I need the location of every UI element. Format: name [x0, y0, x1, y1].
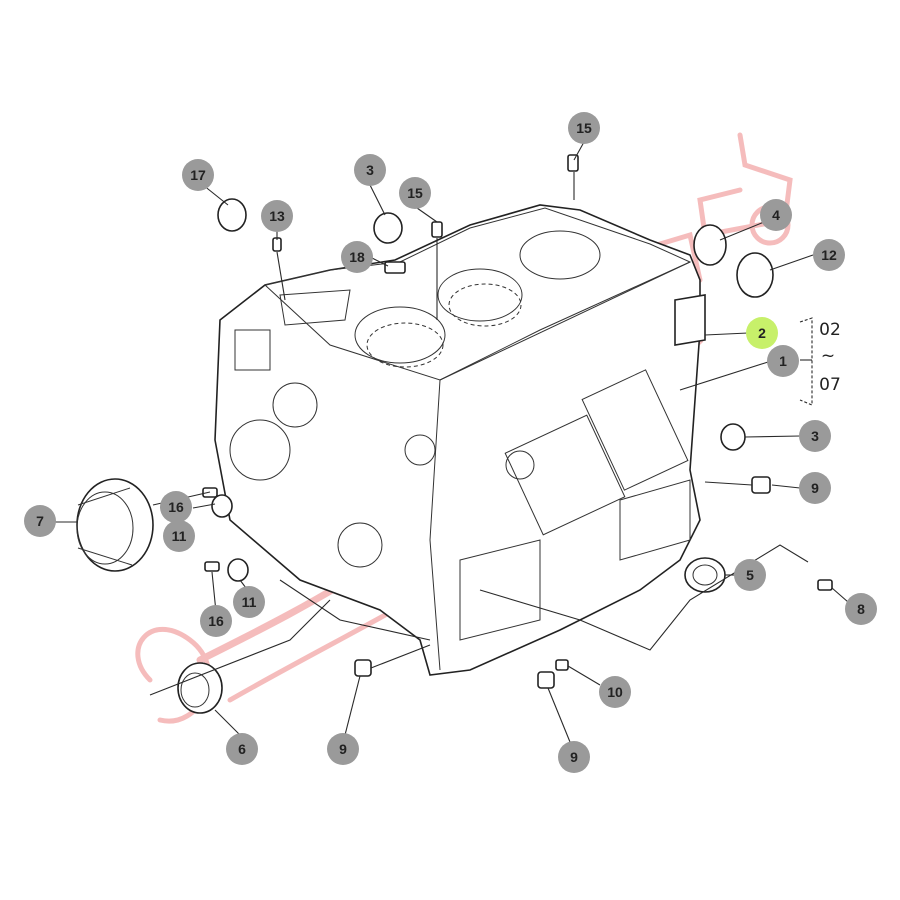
svg-text:2: 2	[758, 325, 766, 341]
parts	[76, 154, 833, 714]
svg-text:10: 10	[607, 684, 623, 700]
svg-text:1: 1	[779, 353, 787, 369]
pin-16-lower-part	[204, 561, 220, 572]
callout-labels: 15 17 3 15 13 18 4 12 2 1 3 9 7 16 11 5 …	[24, 112, 877, 773]
plug-5-part	[684, 557, 726, 593]
bushing-part	[177, 662, 223, 714]
callout-16-lower[interactable]: 16	[200, 605, 232, 637]
screw-10-part	[555, 659, 569, 671]
plug-4-part	[693, 224, 727, 266]
svg-text:15: 15	[407, 185, 423, 201]
callout-15-top[interactable]: 15	[568, 112, 600, 144]
callout-9-bottom-left[interactable]: 9	[327, 733, 359, 765]
svg-text:16: 16	[168, 499, 184, 515]
svg-text:8: 8	[857, 601, 865, 617]
callout-5[interactable]: 5	[734, 559, 766, 591]
svg-text:17: 17	[190, 167, 206, 183]
callout-3-top[interactable]: 3	[354, 154, 386, 186]
callout-6[interactable]: 6	[226, 733, 258, 765]
plug-3-top-part	[373, 212, 403, 244]
callout-9-bottom-right[interactable]: 9	[558, 741, 590, 773]
callout-4[interactable]: 4	[760, 199, 792, 231]
svg-text:15: 15	[576, 120, 592, 136]
callout-17[interactable]: 17	[182, 159, 214, 191]
callout-9-right[interactable]: 9	[799, 472, 831, 504]
callout-1[interactable]: 1	[767, 345, 799, 377]
svg-text:7: 7	[36, 513, 44, 529]
svg-text:18: 18	[349, 249, 365, 265]
svg-text:5: 5	[746, 567, 754, 583]
svg-text:16: 16	[208, 613, 224, 629]
plug-11-upper-part	[211, 494, 233, 518]
svg-text:3: 3	[366, 162, 374, 178]
svg-text:9: 9	[570, 749, 578, 765]
callout-3-right[interactable]: 3	[799, 420, 831, 452]
leader-lines	[54, 141, 849, 743]
svg-text:13: 13	[269, 208, 285, 224]
plug-11-lower-part	[227, 558, 249, 582]
callout-7[interactable]: 7	[24, 505, 56, 537]
callout-11-lower[interactable]: 11	[233, 586, 265, 618]
callout-8[interactable]: 8	[845, 593, 877, 625]
range-from: 02	[819, 320, 841, 340]
svg-text:11: 11	[242, 594, 257, 610]
callout-10[interactable]: 10	[599, 676, 631, 708]
callout-18[interactable]: 18	[341, 241, 373, 273]
range-separator: ~	[821, 346, 835, 366]
plug-9-right-part	[751, 476, 771, 494]
plug-17-part	[217, 198, 247, 232]
range-to: 07	[819, 375, 841, 395]
plug-9-bottom-left-part	[354, 659, 372, 677]
callout-16-upper[interactable]: 16	[160, 491, 192, 523]
variant-range-bracket: 02 ~ 07	[799, 317, 841, 406]
svg-text:9: 9	[339, 741, 347, 757]
crankshaft-oil-seal-part	[76, 478, 154, 572]
svg-text:3: 3	[811, 428, 819, 444]
plug-3-right-part	[720, 423, 746, 451]
callout-2[interactable]: 2	[746, 317, 778, 349]
screw-8-part	[817, 579, 833, 591]
plug-9-bottom-right-part	[537, 671, 555, 689]
liner-part	[674, 294, 706, 346]
plug-12-part	[736, 252, 774, 298]
callout-11-upper[interactable]: 11	[163, 520, 195, 552]
callout-15-mid[interactable]: 15	[399, 177, 431, 209]
svg-text:11: 11	[172, 528, 187, 544]
svg-text:4: 4	[772, 207, 780, 223]
cylinder-block	[214, 204, 701, 676]
callout-12[interactable]: 12	[813, 239, 845, 271]
svg-text:12: 12	[821, 247, 837, 263]
svg-text:9: 9	[811, 480, 819, 496]
bolt-18-part	[384, 261, 406, 274]
svg-text:6: 6	[238, 741, 246, 757]
pin-15-mid-part	[431, 221, 443, 238]
callout-13[interactable]: 13	[261, 200, 293, 232]
pin-15-top-part	[567, 154, 579, 172]
